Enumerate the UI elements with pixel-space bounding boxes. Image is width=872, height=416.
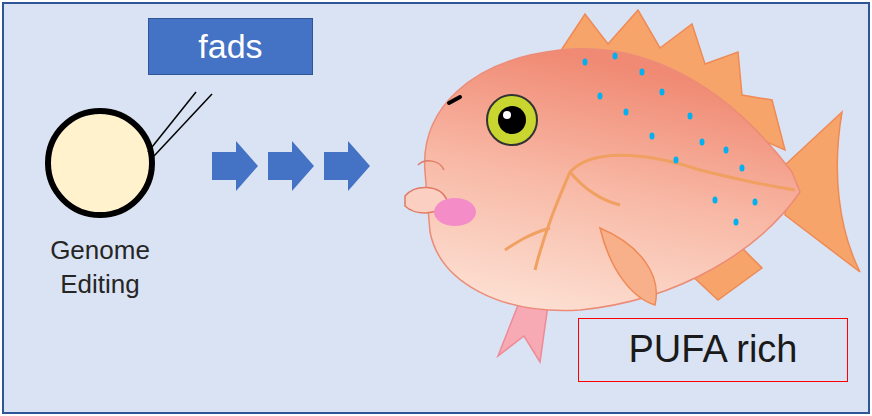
egg-circle bbox=[48, 111, 152, 215]
process-arrow bbox=[212, 141, 258, 191]
lateral-line bbox=[570, 172, 620, 205]
fish-eye bbox=[487, 95, 537, 145]
background-panel bbox=[3, 3, 869, 413]
egg-cell: Genome Editing bbox=[30, 106, 170, 306]
node-caption: Genome Editing bbox=[30, 234, 170, 302]
box-label: fads bbox=[198, 24, 262, 68]
injection-needle bbox=[148, 92, 196, 152]
gene-label-box: fads bbox=[148, 18, 313, 75]
fish-cheek bbox=[434, 198, 476, 226]
lateral-line bbox=[535, 155, 795, 270]
fish-body bbox=[425, 49, 800, 311]
eye-highlight bbox=[503, 111, 511, 119]
process-arrow bbox=[268, 141, 314, 191]
result-box: PUFA rich bbox=[578, 318, 848, 382]
lateral-line bbox=[505, 228, 550, 250]
fish-spots bbox=[583, 53, 758, 226]
fish-pupil bbox=[498, 106, 526, 134]
injection-needle bbox=[154, 94, 212, 156]
box-label: PUFA rich bbox=[629, 325, 798, 374]
process-arrow bbox=[324, 141, 370, 191]
fish-nostril bbox=[449, 97, 460, 103]
fish-lip bbox=[418, 161, 444, 170]
pectoral-fin bbox=[600, 228, 656, 305]
